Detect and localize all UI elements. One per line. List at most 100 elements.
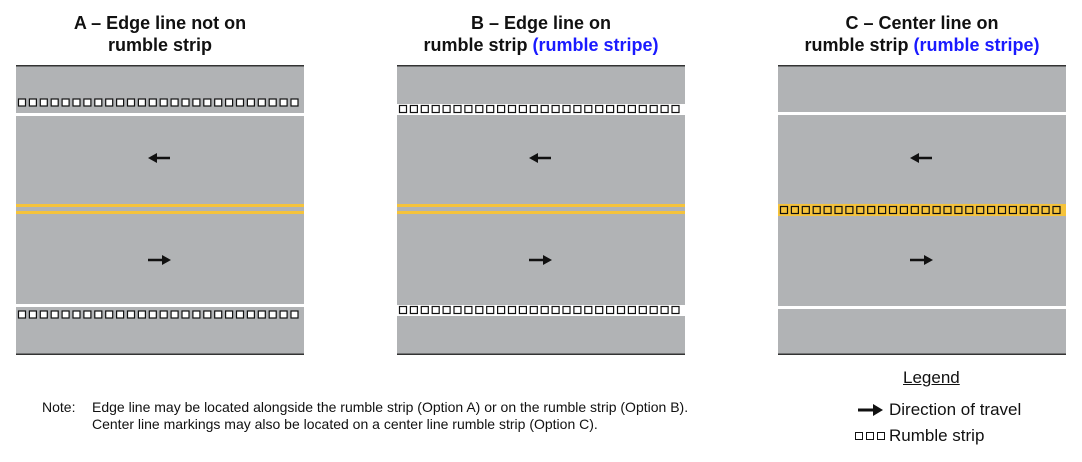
rumble-strip-square — [50, 98, 59, 107]
rumble-strip-square — [214, 310, 223, 319]
rumble-strip-square — [148, 310, 157, 319]
rumble-strip-square — [181, 310, 190, 319]
rumble-strip-square — [976, 205, 985, 215]
panel-c-title-line1: C – Center line on — [845, 13, 999, 33]
panel-c: C – Center line on rumble strip (rumble … — [778, 0, 1066, 362]
rumble-strip-square — [671, 104, 680, 114]
rumble-strip-square — [845, 205, 854, 215]
rumble-strip-square — [823, 205, 832, 215]
rumble-strip-square — [148, 98, 157, 107]
edge-line-top — [778, 112, 1066, 115]
legend-title: Legend — [903, 368, 960, 387]
rumble-strip-square — [225, 98, 234, 107]
arrow-left-icon — [529, 153, 551, 163]
rumble-strip-square — [17, 98, 27, 107]
rumble-strip-square — [638, 104, 647, 114]
rumble-strip-square — [72, 310, 81, 319]
rumble-strip-square — [1052, 205, 1061, 215]
rumble-strip-square — [649, 104, 658, 114]
center-line-lower — [397, 211, 685, 214]
rumble-strip-square — [225, 310, 234, 319]
rumble-strip-square — [486, 305, 495, 315]
rumble-strip-square — [856, 205, 865, 215]
rumble-strip-square — [551, 104, 560, 114]
rumble-strip-square — [877, 205, 887, 215]
rumble-strip-square — [606, 104, 615, 114]
rumble-stripe-center — [779, 205, 1061, 215]
rumble-strip-square — [115, 98, 125, 107]
panel-b-title: B – Edge line on rumble strip (rumble st… — [377, 12, 705, 56]
rumble-strip-square — [540, 305, 549, 315]
rumble-strip-square — [235, 98, 245, 107]
rumble-strip-square — [453, 104, 462, 114]
rumble-strip-square — [562, 104, 571, 114]
rumble-strip-square — [627, 104, 636, 114]
rumble-strip-square — [126, 310, 136, 319]
rumble-strip-square — [159, 98, 168, 107]
rumble-strip-square — [910, 205, 919, 215]
panel-b: B – Edge line on rumble strip (rumble st… — [397, 0, 685, 362]
rumble-strip-square — [584, 104, 593, 114]
rumble-strip-square — [192, 98, 201, 107]
rumble-strip-square — [888, 205, 898, 215]
rumble-strip-square — [290, 98, 299, 107]
rumble-strip-square — [420, 104, 429, 114]
center-line-upper — [16, 204, 304, 207]
panel-b-title-line1: B – Edge line on — [470, 13, 612, 33]
rumble-strip-square — [431, 104, 440, 114]
rumble-strip-square — [170, 310, 179, 319]
center-line-lower — [16, 211, 304, 214]
rumble-strip-square — [507, 305, 517, 315]
arrow-right-icon — [529, 255, 552, 265]
panel-b-title-highlight: (rumble stripe) — [532, 35, 659, 55]
rumble-strip-square — [812, 205, 821, 215]
rumble-strip-square — [496, 104, 506, 114]
rumble-strip-square — [61, 310, 70, 319]
rumble-strip-square — [203, 310, 212, 319]
rumble-strip-square — [126, 98, 136, 107]
legend-direction-label: Direction of travel — [889, 400, 1022, 419]
edge-line-bottom — [778, 306, 1066, 309]
rumble-strip-square — [246, 98, 255, 107]
rumble-strip-square — [83, 310, 92, 319]
rumble-strip-square — [159, 310, 168, 319]
panel-a-title-line2: rumble strip — [107, 35, 213, 55]
rumble-strip-square — [453, 305, 462, 315]
rumble-strip-square — [203, 98, 212, 107]
note-line1: Edge line may be located alongside the r… — [92, 399, 689, 415]
panel-a-title-line1: A – Edge line not on — [73, 13, 247, 33]
legend-direction: Direction of travel — [855, 400, 1021, 420]
edge-line-top — [16, 113, 304, 116]
rumble-strip-square — [94, 310, 103, 319]
legend-rumble-label: Rumble strip — [889, 426, 985, 445]
rumble-strip-square — [50, 310, 59, 319]
rumble-strip-square — [105, 310, 114, 319]
rumble-strip-square — [105, 98, 114, 107]
rumble-strip-square — [409, 305, 418, 315]
panel-b-road — [397, 65, 685, 355]
rumble-strip-square — [279, 310, 288, 319]
rumble-strip-square — [235, 310, 245, 319]
rumble-strip-square — [61, 98, 70, 107]
panel-a-road — [16, 65, 304, 355]
rumble-strip-square — [943, 205, 952, 215]
panel-c-road-diagram — [778, 65, 1066, 355]
rumble-strip-square — [616, 305, 626, 315]
rumble-strip-square — [431, 305, 440, 315]
rumble-strip-square — [899, 205, 909, 215]
panel-c-title-line2: rumble strip — [804, 35, 909, 55]
rumble-strip-square — [1030, 205, 1039, 215]
rumble-strip-square — [529, 104, 538, 114]
rumble-strip-square — [649, 305, 658, 315]
rumble-strip-square — [529, 305, 538, 315]
rumble-strip-square — [486, 104, 495, 114]
rumble-strip-square — [464, 305, 473, 315]
panel-c-title: C – Center line on rumble strip (rumble … — [758, 12, 1082, 56]
rumble-stripe-bottom — [398, 305, 680, 315]
rumble-strip-square — [257, 98, 266, 107]
rumble-strip-square — [475, 305, 484, 315]
panel-a-road-diagram — [16, 65, 304, 355]
rumble-strip-square — [181, 98, 190, 107]
rumble-strip-square — [409, 104, 418, 114]
rumble-strip-square — [779, 205, 789, 215]
